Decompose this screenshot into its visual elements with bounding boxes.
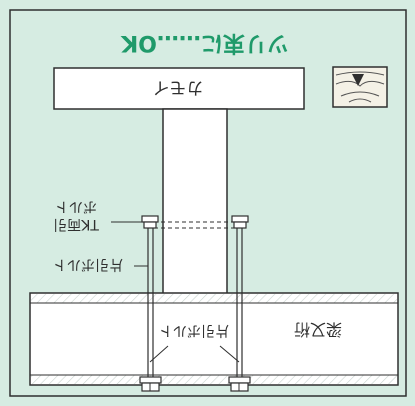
katabiki-center-label: 片引ボルト: [159, 322, 229, 338]
katabiki-left-label-group: 片引ボルト: [53, 256, 123, 272]
tk-bolt-nut-left: [141, 215, 159, 229]
katabiki-center-leader-right: [219, 345, 240, 363]
outer-border: [9, 9, 407, 397]
bottom-beam-label: 梁又桁: [294, 320, 342, 339]
tk-bolt-label-line1: TK両引: [53, 216, 100, 232]
katabiki-center-label-group: 片引ボルト: [159, 322, 229, 338]
top-beam-label-group: カモイ: [153, 77, 204, 97]
bottom-beam-hatch-top: [31, 294, 397, 303]
headline-group: ツリ束に……OK: [120, 30, 289, 56]
bottom-nut-right: [228, 376, 251, 392]
katabiki-left-label: 片引ボルト: [53, 256, 123, 272]
bottom-beam: [29, 292, 399, 386]
wood-end-grain-icon: [332, 66, 388, 108]
katabiki-center-leader-left: [149, 345, 169, 363]
top-beam-label: カモイ: [153, 77, 204, 97]
bottom-beam-hatch-bottom: [31, 375, 397, 384]
bottom-nut-left: [139, 376, 162, 392]
hanging-post: [162, 108, 228, 296]
headline: ツリ束に……OK: [120, 30, 289, 56]
katabiki-bolt-left: [147, 228, 154, 380]
tk-bolt-label-group: TK両引 ボルト: [53, 198, 100, 232]
tk-bolt-label-line2: ボルト: [55, 198, 97, 214]
tk-bolt-nut-right: [231, 215, 249, 229]
bottom-beam-label-group: 梁又桁: [294, 320, 342, 339]
katabiki-bolt-right: [236, 228, 243, 380]
